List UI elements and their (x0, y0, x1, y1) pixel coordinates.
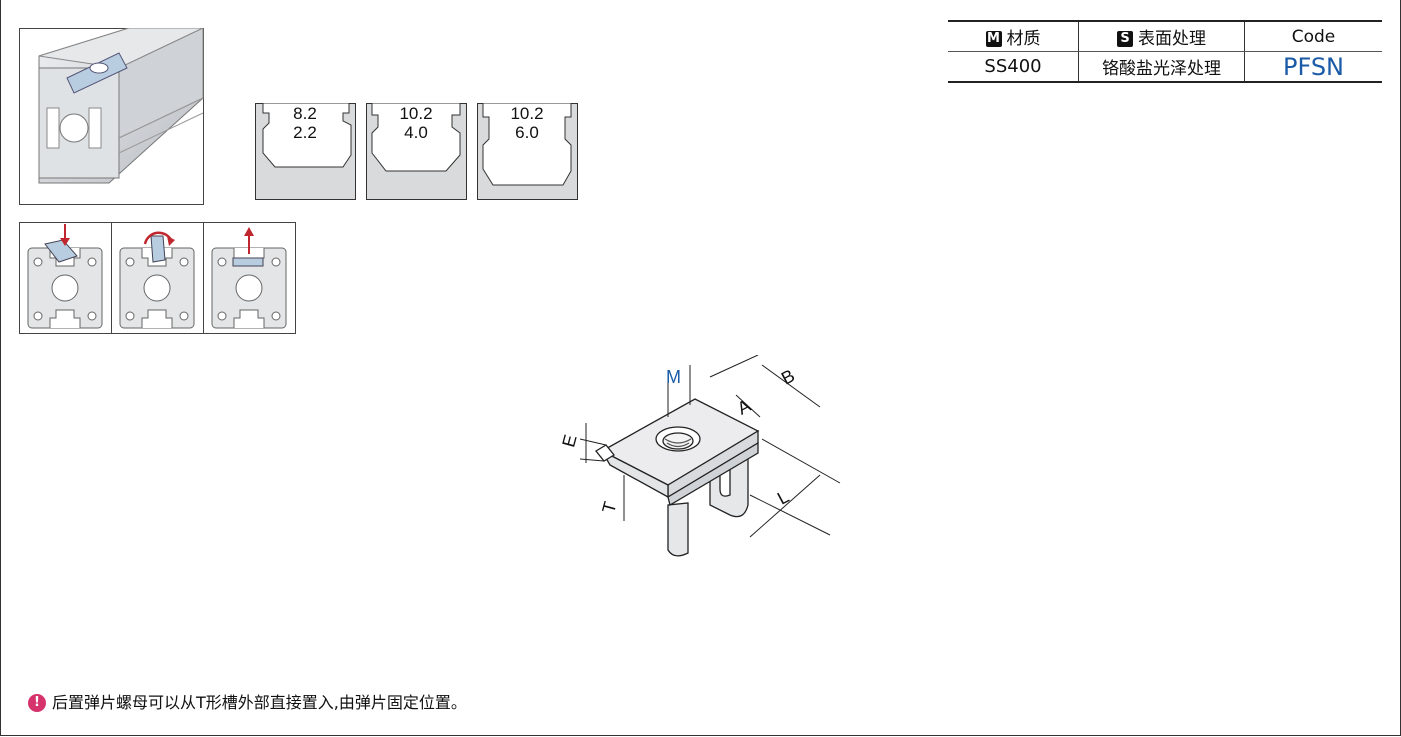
surface-value: 铬酸盐光泽处理 (1078, 51, 1245, 83)
slot-3-bottom-label: 6.0 (515, 123, 539, 142)
dim-m-label: M (666, 367, 681, 387)
material-icon: M (985, 31, 1002, 47)
dim-l-label: L (774, 486, 792, 508)
step-1-insert (27, 224, 103, 329)
nut-dimension-drawing: M A B E T L (558, 355, 841, 557)
slot-diagram-1: 8.2 2.2 (255, 103, 356, 200)
usage-note-text: 后置弹片螺母可以从T形槽外部直接置入,由弹片固定位置。 (52, 693, 467, 712)
slot-1-bottom-label: 2.2 (293, 123, 317, 142)
slot-1-top-label: 8.2 (293, 104, 317, 123)
code-header: Code (1244, 20, 1382, 52)
usage-note: ! 后置弹片螺母可以从T形槽外部直接置入,由弹片固定位置。 (28, 692, 467, 714)
slot-3-top-label: 10.2 (510, 104, 543, 123)
dim-t-label: T (598, 500, 620, 516)
slot-section-diagrams: 8.2 2.2 10.2 4.0 10.2 6.0 (255, 103, 578, 200)
material-value: SS400 (948, 51, 1079, 83)
surface-icon: S (1117, 31, 1133, 47)
code-value: PFSN (1244, 51, 1382, 83)
slot-2-bottom-label: 4.0 (404, 123, 428, 142)
profile-with-nut-illustration (19, 28, 204, 205)
step-2-rotate (119, 231, 195, 329)
dim-a-label: A (734, 395, 754, 418)
spec-data-row: SS400 铬酸盐光泽处理 PFSN (948, 51, 1382, 83)
slot-diagram-3: 10.2 6.0 (477, 103, 578, 200)
slot-2-top-label: 10.2 (399, 104, 432, 123)
installation-steps (19, 222, 296, 334)
warning-icon: ! (28, 694, 46, 712)
slot-diagram-2: 10.2 4.0 (366, 103, 467, 200)
step-3-lift (211, 227, 287, 329)
dim-b-label: B (778, 365, 798, 388)
dim-e-label: E (558, 433, 580, 450)
